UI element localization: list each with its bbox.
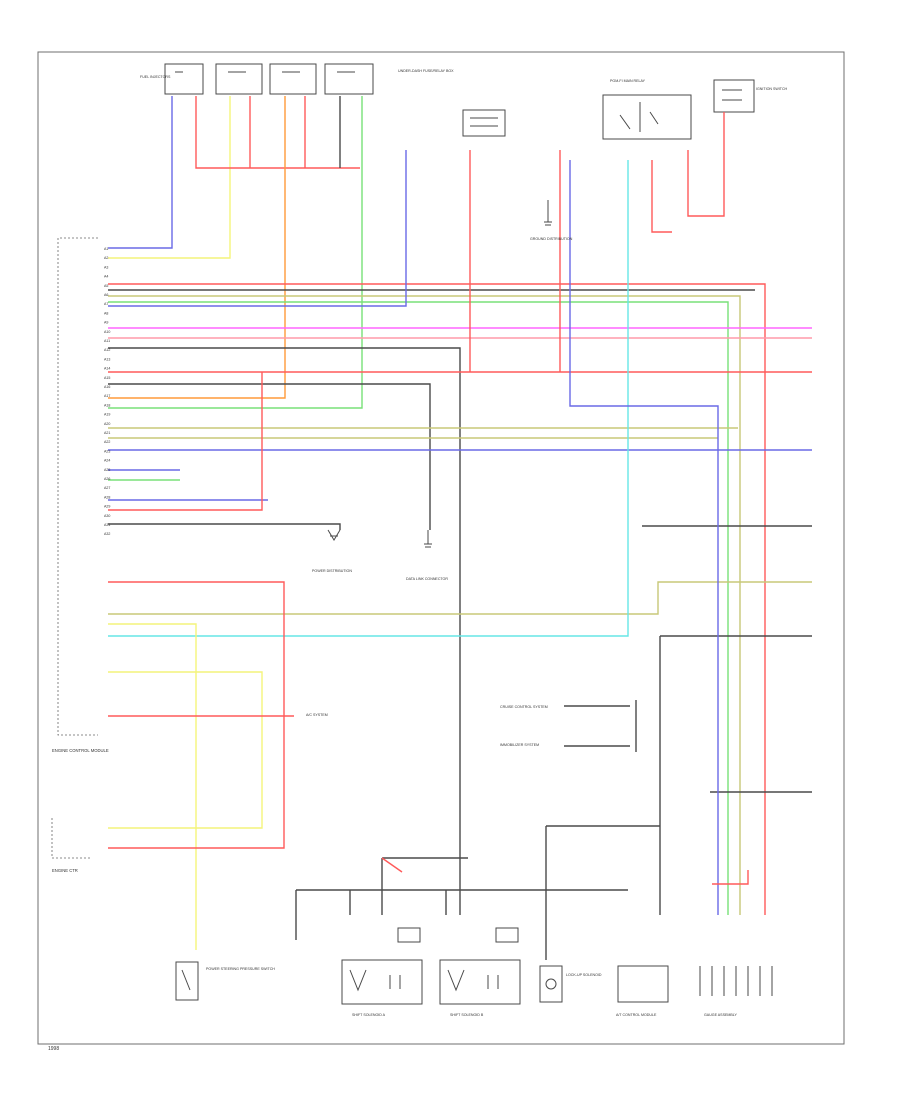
wire-harness [108, 96, 812, 960]
pin-label: A23 [104, 449, 110, 453]
ecm-outline [57, 237, 98, 736]
pin-label: A19 [104, 413, 110, 417]
wire-green-6 [108, 96, 363, 409]
immobilizer-label: IMMOBILIZER SYSTEM [500, 743, 539, 747]
pin-label: A32 [104, 532, 110, 536]
pin-label: A26 [104, 477, 110, 481]
wire-blue-0 [108, 96, 173, 249]
pin-label: A1 [104, 247, 108, 251]
wire-red-2 [195, 96, 360, 169]
fuel-injectors-label: FUEL INJECTORS [140, 75, 171, 79]
wire-cyan-27 [108, 160, 629, 637]
ecm-pin-labels: A1A2A3A4A5A6A7A8A9A10A11A12A13A14A15A16A… [104, 247, 110, 536]
wire-red-50 [712, 870, 749, 885]
cruise-label: CRUISE CONTROL SYSTEM [500, 705, 548, 709]
pin-label: A9 [104, 321, 108, 325]
fuel-injectors [164, 63, 374, 95]
pin-label: A12 [104, 348, 110, 352]
pin-label: A5 [104, 284, 108, 288]
pin-label: A7 [104, 302, 108, 306]
pin-label: A28 [104, 495, 110, 499]
power-dist-label: POWER DISTRIBUTION [312, 569, 352, 573]
shift-a-label: SHIFT SOLENOID A [352, 1013, 386, 1017]
ground-dist-label: GROUND DISTRIBUTION [530, 237, 573, 241]
wire-red-41 [651, 160, 672, 233]
wire-olive-10 [108, 295, 741, 915]
ignition-switch [713, 79, 755, 113]
pin-label: A2 [104, 256, 108, 260]
data-link-label: DATA LINK CONNECTOR [406, 577, 448, 581]
pin-label: A22 [104, 440, 110, 444]
wire-red-24 [108, 372, 263, 511]
main-relay-label: PGM-FI MAIN RELAY [610, 79, 646, 83]
lockup-label: LOCK-UP SOLENOID [566, 973, 602, 977]
pin-label: A31 [104, 523, 110, 527]
pin-label: A30 [104, 514, 110, 518]
wire-dark-25 [108, 523, 341, 530]
fuse-relay-box [462, 109, 506, 137]
pin-label: A3 [104, 265, 108, 269]
wire-red-42 [687, 112, 725, 217]
pin-label: A20 [104, 422, 110, 426]
wire-red-30 [108, 581, 285, 849]
diagram-border [37, 51, 845, 1045]
pin-label: A10 [104, 330, 110, 334]
wire-blue-12 [108, 150, 407, 307]
pin-label: A15 [104, 376, 110, 380]
pin-label: A29 [104, 505, 110, 509]
lockup-solenoid [539, 965, 563, 1003]
pin-label: A21 [104, 431, 110, 435]
footer-code: 1998 [48, 1046, 59, 1052]
pin-label: A8 [104, 311, 108, 315]
wire-dark-17 [108, 383, 431, 530]
tcm-box [617, 965, 669, 1003]
gauge-label: GAUGE ASSEMBLY [704, 1013, 737, 1017]
shift-solenoid-a [341, 927, 423, 1005]
wire-olive-26 [108, 581, 812, 615]
pin-label: A24 [104, 459, 110, 463]
pin-label: A14 [104, 367, 110, 371]
pressure-switch-left [175, 961, 199, 1001]
pin-label: A25 [104, 468, 110, 472]
pin-label: A17 [104, 394, 110, 398]
wire-red-8 [108, 283, 766, 915]
pin-label: A6 [104, 293, 108, 297]
ac-system-label: A/C SYSTEM [306, 713, 328, 717]
pin-label: A4 [104, 275, 108, 279]
pin-label: A13 [104, 357, 110, 361]
wire-yellow-28 [108, 623, 197, 950]
pin-label: A11 [104, 339, 110, 343]
tcm-label: A/T CONTROL MODULE [616, 1013, 657, 1017]
ecm-label: ENGINE CONTROL MODULE [52, 748, 109, 753]
pin-label: A16 [104, 385, 110, 389]
main-relay [602, 94, 692, 140]
fuse-box-label: UNDER-DASH FUSE/RELAY BOX [398, 69, 454, 73]
wire-blue-38 [569, 160, 719, 915]
wire-yellow-29 [108, 671, 263, 829]
ignition-switch-label: IGNITION SWITCH [756, 87, 788, 91]
wire-orange-5 [108, 96, 286, 399]
ecm-connector-outline [51, 818, 90, 859]
wire-yellow-1 [108, 96, 231, 259]
pin-label: A27 [104, 486, 110, 490]
wire-dark-15 [108, 347, 461, 915]
wire-green-11 [108, 301, 729, 915]
shift-solenoid-b [439, 927, 521, 1005]
wire-red-45 [381, 857, 403, 873]
pin-label: A18 [104, 403, 110, 407]
ground-symbols [327, 200, 552, 548]
ecm-connector-label: ENGINE CTR [52, 868, 78, 873]
gauge-connector [699, 966, 773, 996]
power-steering-label: POWER STEERING PRESSURE SWITCH [206, 967, 275, 971]
shift-b-label: SHIFT SOLENOID B [450, 1013, 484, 1017]
